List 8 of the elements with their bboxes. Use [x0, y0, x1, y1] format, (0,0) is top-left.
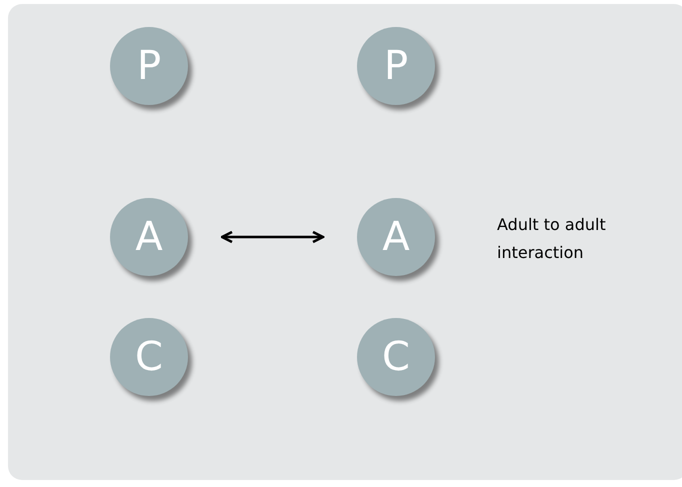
annotation-text: Adult to adult interaction	[497, 214, 607, 264]
double-arrow	[220, 230, 324, 244]
node-letter: C	[382, 337, 410, 377]
node-letter: C	[135, 337, 163, 377]
node-letter: P	[136, 46, 162, 86]
node-letter: P	[384, 46, 408, 86]
node-letter: A	[382, 217, 410, 257]
node-letter: A	[135, 217, 163, 257]
